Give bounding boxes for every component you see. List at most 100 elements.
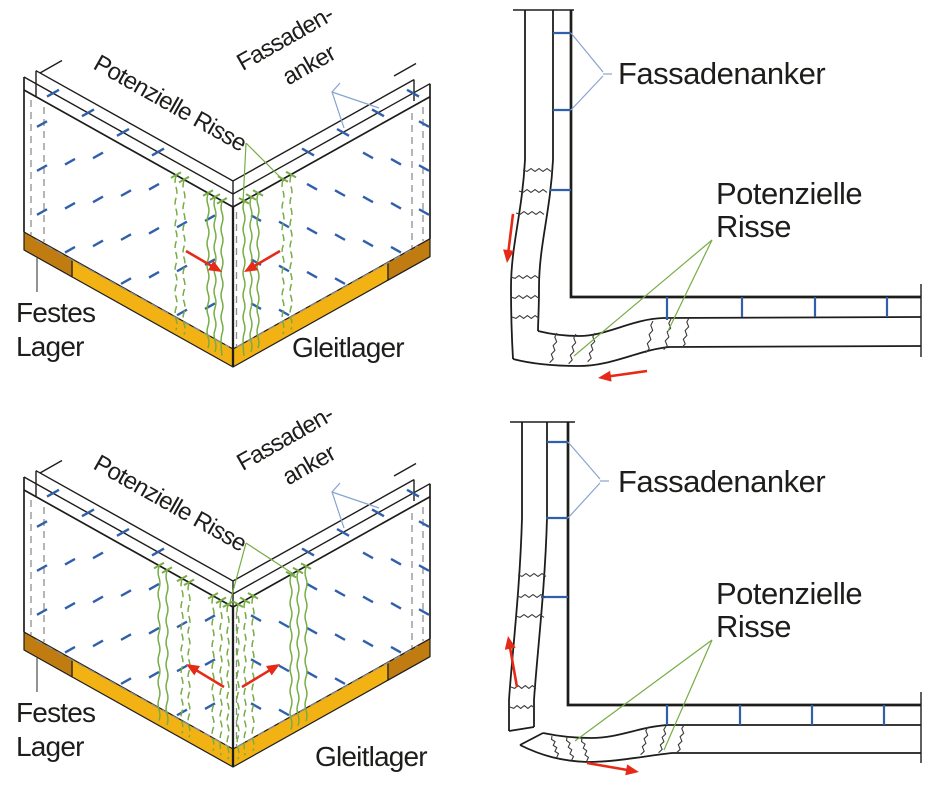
hidden-edges bbox=[30, 100, 424, 348]
anchor-mark bbox=[418, 608, 430, 616]
potential-crack-lines bbox=[170, 170, 297, 356]
facade-anchor-leader bbox=[570, 32, 604, 73]
anchor-mark bbox=[81, 508, 95, 518]
facade-leaf-edge bbox=[542, 724, 921, 739]
anchor-mark bbox=[176, 308, 188, 317]
label-potential-cracks-line2: Risse bbox=[716, 609, 791, 644]
anchor-mark bbox=[64, 201, 76, 210]
leader-lines bbox=[36, 82, 380, 292]
anchor-mark bbox=[116, 127, 130, 137]
crack-tick bbox=[170, 171, 182, 179]
facade-anchor-leader bbox=[331, 82, 345, 129]
anchor-mark bbox=[148, 582, 160, 591]
anchor-mark bbox=[92, 239, 104, 248]
hidden-base-edge bbox=[35, 239, 230, 348]
isometric-drawing bbox=[23, 59, 431, 368]
panel-isometric-expansion: Potenzielle Risse Fassaden- anker Festes… bbox=[0, 0, 467, 400]
facade-anchor-leader bbox=[567, 441, 601, 480]
anchor-mark bbox=[148, 270, 160, 279]
facade-leaf-edge bbox=[508, 726, 535, 732]
anchor-mark bbox=[176, 220, 188, 229]
crack-tick bbox=[285, 570, 297, 579]
crack-mark bbox=[509, 705, 536, 709]
label-fixed-bearing-line1: Festes bbox=[16, 297, 95, 328]
crack-mark bbox=[587, 332, 596, 363]
anchor-mark bbox=[390, 157, 402, 166]
crack-mark bbox=[568, 333, 577, 365]
anchor-mark bbox=[278, 220, 290, 229]
anchor-mark bbox=[92, 551, 104, 560]
crack-line bbox=[289, 575, 293, 730]
fixed-bearing-strip bbox=[23, 231, 73, 278]
crack-tick bbox=[247, 592, 259, 600]
movement-arrow bbox=[241, 664, 280, 689]
facade-leaf-edge bbox=[519, 732, 544, 746]
anchor-mark bbox=[390, 645, 402, 654]
crack-mark bbox=[640, 726, 649, 756]
crack-line bbox=[220, 201, 224, 356]
anchor-mark bbox=[250, 214, 262, 222]
movement-arrow bbox=[504, 636, 519, 688]
facade-anchor-leader bbox=[331, 491, 380, 509]
potential-cracks-leader bbox=[574, 639, 713, 742]
label-potential-cracks: Potenzielle Risse bbox=[89, 450, 251, 558]
movement-arrow bbox=[244, 249, 281, 272]
facade-anchor-leader bbox=[331, 91, 380, 109]
anchor-mark bbox=[334, 233, 346, 241]
wall-break-tick bbox=[39, 459, 63, 474]
wall-break-tick bbox=[39, 59, 63, 74]
anchor-mark bbox=[64, 245, 76, 254]
crack-mark bbox=[658, 725, 667, 754]
movement-arrows bbox=[504, 636, 639, 776]
backup-wall-face bbox=[566, 422, 921, 707]
anchor-mark bbox=[46, 488, 60, 498]
facade-anchor-leader bbox=[331, 482, 345, 529]
label-sliding-bearing: Gleitlager bbox=[292, 332, 404, 363]
anchor-mark bbox=[120, 589, 132, 597]
anchor-mark bbox=[116, 527, 130, 537]
anchor-mark bbox=[390, 245, 402, 254]
arrow-shaft bbox=[507, 213, 515, 253]
movement-arrows bbox=[503, 213, 648, 382]
anchor-mark bbox=[151, 547, 165, 557]
potential-crack-lines bbox=[153, 561, 312, 760]
hidden-edges bbox=[30, 500, 424, 748]
arrow-shaft bbox=[608, 369, 648, 378]
crack-tick bbox=[300, 562, 312, 570]
crack-tick bbox=[183, 578, 195, 587]
crack-tick bbox=[178, 175, 190, 184]
crack-mark bbox=[515, 614, 545, 618]
crack-mark bbox=[580, 737, 590, 762]
anchor-mark bbox=[278, 308, 290, 317]
hidden-base-edge bbox=[236, 645, 419, 748]
facade-leaf-edge bbox=[510, 10, 526, 360]
crack-mark bbox=[550, 735, 560, 758]
movement-arrow bbox=[186, 664, 225, 689]
label-potential-cracks-line1: Potenzielle bbox=[716, 176, 862, 211]
anchor-mark bbox=[36, 564, 48, 572]
crack-mark bbox=[511, 315, 540, 319]
crack-tick bbox=[222, 600, 234, 608]
movement-arrow bbox=[586, 761, 639, 776]
arrow-shaft bbox=[241, 668, 272, 689]
leader-lines bbox=[570, 32, 713, 357]
crack-tick bbox=[285, 170, 297, 179]
crack-line bbox=[256, 193, 260, 349]
facade-leaf-edge bbox=[519, 744, 921, 763]
crack-mark bbox=[516, 594, 546, 598]
anchor-mark bbox=[46, 88, 60, 98]
potential-cracks-leader bbox=[573, 239, 713, 357]
anchor-mark bbox=[362, 595, 374, 604]
plan-drawing bbox=[503, 9, 922, 382]
crack-tick bbox=[202, 189, 214, 197]
facade-leaf-edge bbox=[537, 316, 922, 337]
anchor-mark bbox=[64, 557, 76, 566]
anchor-mark bbox=[64, 157, 76, 166]
anchor-mark bbox=[390, 601, 402, 610]
label-fixed-bearing-line2: Lager bbox=[16, 331, 84, 362]
panel-isometric-contraction: Potenzielle Risse Fassaden- anker Festes… bbox=[0, 400, 467, 800]
crack-line bbox=[211, 596, 215, 752]
anchor-mark bbox=[148, 182, 160, 191]
backup-wall-face bbox=[569, 10, 921, 299]
